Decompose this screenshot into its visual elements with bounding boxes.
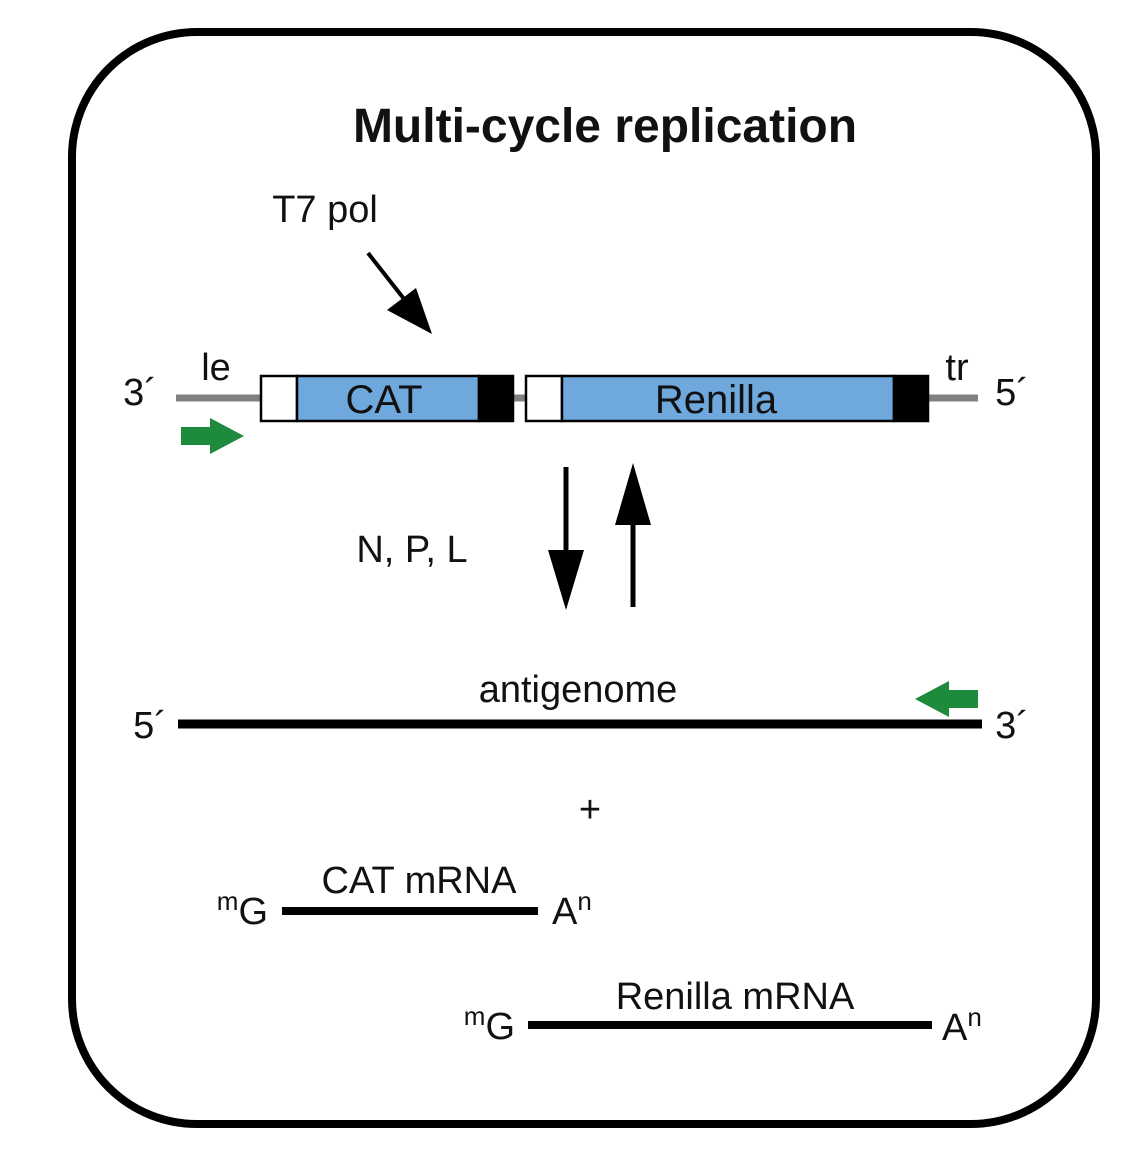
cat-mrna-cap: mG xyxy=(217,886,268,933)
trailer-label: tr xyxy=(945,347,969,389)
renilla-mrna-cap-sup: m xyxy=(464,1001,486,1031)
antigenome-label: antigenome xyxy=(479,669,678,711)
cat-gene-end-box xyxy=(477,374,515,423)
npl-label: N, P, L xyxy=(356,529,467,571)
renilla-mrna-tail-base: A xyxy=(942,1007,968,1049)
renilla-mrna-cap: mG xyxy=(464,1001,515,1048)
renilla-gene-end-box xyxy=(892,374,930,423)
t7-pol-label: T7 pol xyxy=(272,189,378,231)
cat-mrna-tail: An xyxy=(552,886,592,933)
renilla-gene-start-box xyxy=(524,374,564,423)
cat-gene-label: CAT xyxy=(345,378,422,422)
renilla-mrna-cap-base: G xyxy=(485,1006,515,1048)
cat-mrna-cap-base: G xyxy=(238,891,268,933)
genome-3prime-label: 3´ xyxy=(123,372,157,414)
cat-mrna-tail-base: A xyxy=(552,891,578,933)
frame xyxy=(68,28,1100,1128)
cat-mrna-tail-sup: n xyxy=(577,886,591,916)
renilla-gene-label: Renilla xyxy=(655,378,778,422)
renilla-mrna-tail-sup: n xyxy=(967,1002,981,1032)
up-arrowhead xyxy=(615,463,651,525)
genome-5prime-label: 5´ xyxy=(995,372,1029,414)
diagram-title: Multi-cycle replication xyxy=(353,100,857,153)
cat-mrna-cap-sup: m xyxy=(217,886,239,916)
antigenome-5prime-label: 5´ xyxy=(133,705,167,747)
genome-promoter-arrow xyxy=(181,418,244,454)
leader-label: le xyxy=(201,347,231,389)
antigenome-3prime-label: 3´ xyxy=(995,705,1029,747)
cat-gene-box xyxy=(295,374,481,423)
renilla-mrna-label: Renilla mRNA xyxy=(616,976,855,1018)
renilla-gene-box xyxy=(560,374,896,423)
plus-sign: + xyxy=(579,789,601,831)
cat-gene-start-box xyxy=(259,374,299,423)
t7-pol-arrowhead xyxy=(387,288,432,334)
antigenome-promoter-arrow xyxy=(915,681,978,717)
renilla-mrna-tail: An xyxy=(942,1002,982,1049)
t7-pol-arrow xyxy=(366,251,410,306)
down-arrowhead xyxy=(548,550,584,610)
cat-mrna-label: CAT mRNA xyxy=(322,860,518,902)
